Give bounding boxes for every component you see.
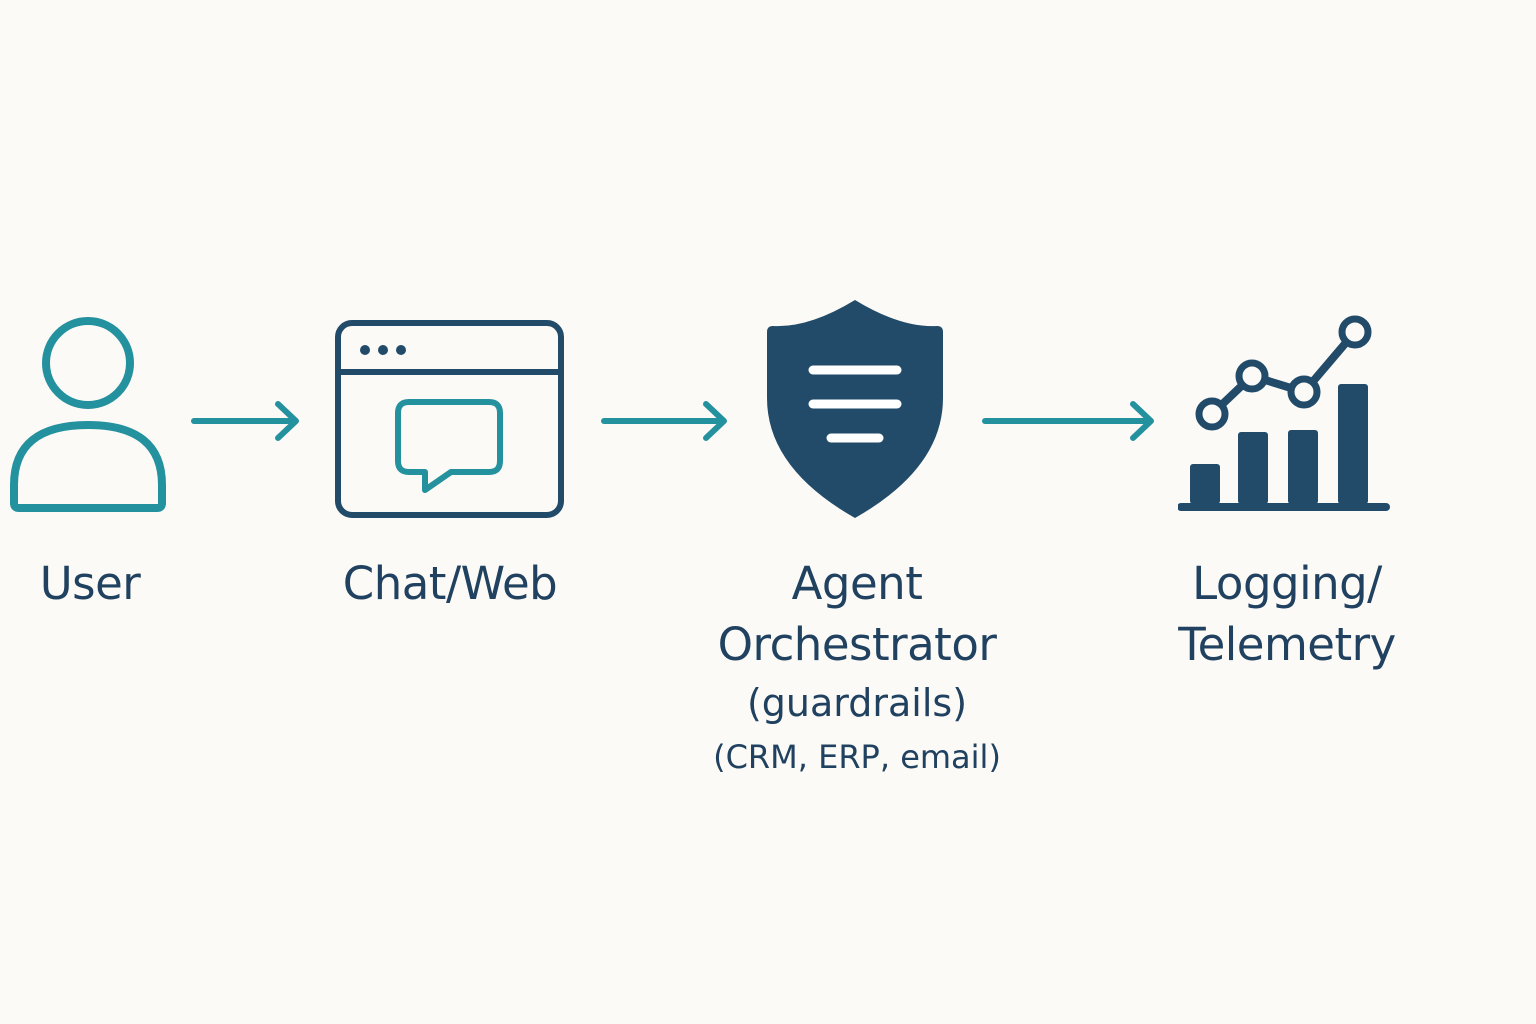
step-label-agent: Agent bbox=[791, 557, 923, 610]
shield-icon bbox=[767, 300, 943, 518]
arrow-right-icon bbox=[982, 401, 1154, 441]
step-label-logging: Logging/ bbox=[1192, 557, 1382, 610]
chat-window-icon bbox=[335, 320, 564, 518]
analytics-chart-icon bbox=[1178, 315, 1390, 511]
step-label-chat-web: Chat/Web bbox=[342, 557, 558, 610]
step-label-orchestrator: Orchestrator bbox=[717, 618, 997, 671]
step-sublabel-guardrails: (guardrails) bbox=[746, 681, 968, 725]
step-label-telemetry: Telemetry bbox=[1178, 618, 1396, 671]
arrow-right-icon bbox=[601, 401, 727, 441]
step-label-user: User bbox=[39, 557, 141, 610]
user-icon bbox=[10, 317, 166, 512]
step-sublabel-integrations: (CRM, ERP, email) bbox=[713, 738, 1001, 776]
arrow-right-icon bbox=[191, 401, 299, 441]
